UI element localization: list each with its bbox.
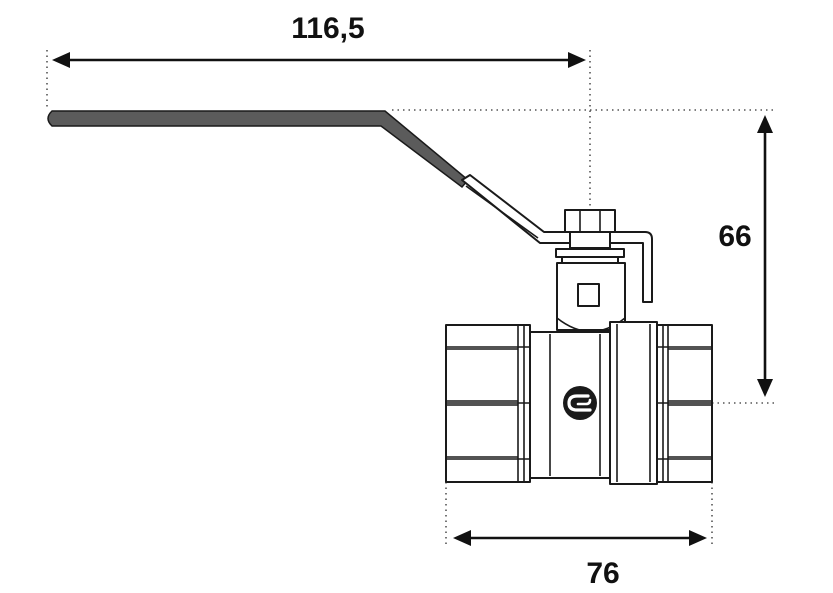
dimension-body-length: 76 bbox=[453, 530, 707, 590]
valve-body bbox=[445, 321, 713, 485]
stem-square bbox=[577, 283, 600, 307]
right-hex-end bbox=[656, 324, 713, 483]
handle-length-label: 116,5 bbox=[291, 12, 364, 45]
dimension-handle-length: 116,5 bbox=[52, 12, 586, 68]
handle-shank bbox=[461, 174, 653, 303]
body-length-label: 76 bbox=[586, 557, 619, 590]
stem-nut bbox=[555, 209, 625, 264]
lever-handle bbox=[47, 110, 653, 303]
dimension-height: 66 bbox=[718, 115, 773, 397]
height-label: 66 bbox=[718, 220, 751, 253]
extension-lines bbox=[46, 50, 775, 545]
left-hex-end bbox=[445, 324, 531, 483]
handle-grip bbox=[47, 110, 470, 189]
manufacturer-logo-icon bbox=[563, 386, 597, 420]
